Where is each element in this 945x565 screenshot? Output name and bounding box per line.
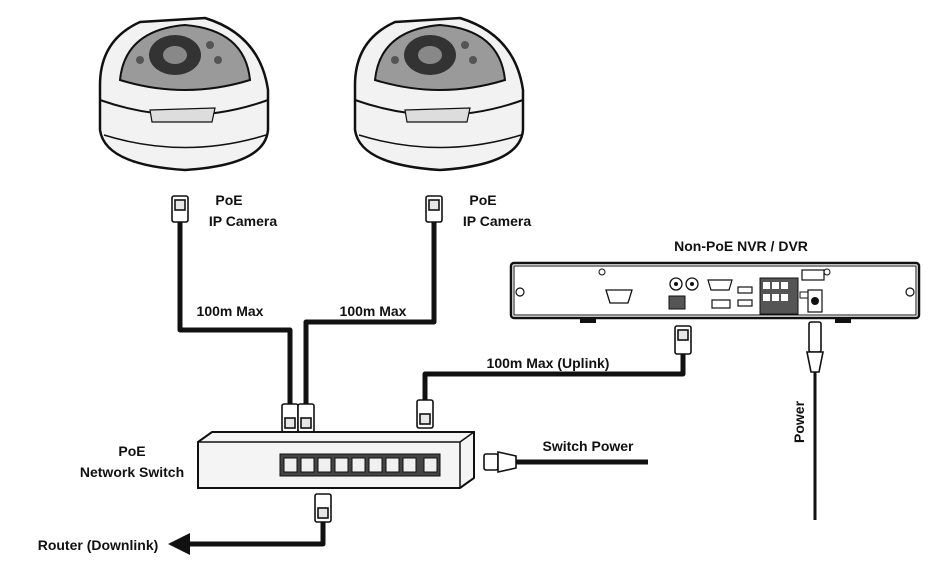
dome-camera-1 <box>98 16 270 172</box>
recorder-power-label: Power <box>791 400 807 443</box>
router-arrow <box>168 533 190 555</box>
switch-port <box>385 457 400 473</box>
rj45-connector-switch-1 <box>281 403 299 433</box>
switch-port <box>283 457 298 473</box>
rj45-connector-camera-2 <box>425 195 443 223</box>
rj45-connector-switch-2 <box>297 403 315 433</box>
switch-port <box>368 457 383 473</box>
recorder-power-plug <box>806 321 824 373</box>
camera-1-label-line2: IP Camera <box>209 213 277 229</box>
camera-2-cable <box>303 222 437 405</box>
rj45-connector-nvr <box>674 325 692 355</box>
switch-label-line2: Network Switch <box>80 464 184 480</box>
camera-2-distance-label: 100m Max <box>340 303 407 319</box>
switch-label-line1: PoE <box>118 443 145 459</box>
rj45-connector-camera-1 <box>171 195 189 223</box>
camera-1-distance-label: 100m Max <box>197 303 264 319</box>
camera-2-label-line1: PoE <box>469 192 496 208</box>
nvr-dvr-recorder <box>509 261 921 323</box>
switch-power-plug <box>483 451 517 473</box>
switch-port <box>334 457 349 473</box>
uplink-cable <box>422 352 686 400</box>
recorder-label: Non-PoE NVR / DVR <box>674 238 808 254</box>
switch-port <box>300 457 315 473</box>
switch-port <box>351 457 366 473</box>
switch-power-label: Switch Power <box>542 438 634 454</box>
camera-1-label-line1: PoE <box>215 192 242 208</box>
rj45-connector-switch-uplink <box>416 399 434 429</box>
camera-1-cable <box>177 222 293 405</box>
rj45-connector-router <box>314 493 332 523</box>
dome-camera-2 <box>353 16 525 172</box>
router-downlink-label: Router (Downlink) <box>38 537 159 553</box>
switch-port <box>317 457 332 473</box>
camera-2-label-line2: IP Camera <box>463 213 531 229</box>
router-cable <box>185 522 326 547</box>
switch-port <box>402 457 417 473</box>
switch-port <box>423 457 438 473</box>
switch-port-row <box>283 457 438 473</box>
uplink-distance-label: 100m Max (Uplink) <box>487 355 610 371</box>
